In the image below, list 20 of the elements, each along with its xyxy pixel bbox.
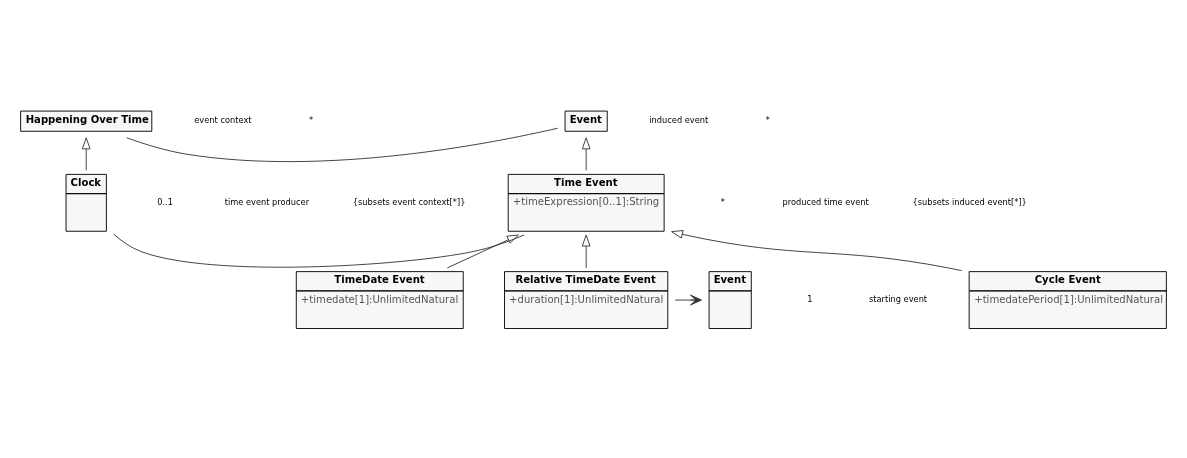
arrow — [581, 136, 591, 171]
label: induced event — [649, 114, 709, 125]
label: event context — [194, 114, 252, 125]
label: time event producer — [224, 196, 310, 207]
connector — [113, 233, 525, 268]
arrow — [671, 229, 963, 271]
arrow — [581, 234, 591, 268]
label: * — [720, 196, 725, 207]
label: * — [308, 114, 314, 125]
connector — [126, 127, 559, 162]
label: 0..1 — [157, 196, 173, 207]
label: {subsets event context[*]} — [352, 196, 466, 207]
label: 1 — [807, 293, 813, 304]
label: produced time event — [782, 196, 869, 207]
arrow — [81, 136, 91, 171]
arrow — [674, 294, 702, 305]
label: {subsets induced event[*]} — [912, 196, 1027, 207]
label: * — [765, 114, 770, 125]
label: starting event — [869, 293, 928, 304]
arrow — [446, 234, 519, 268]
